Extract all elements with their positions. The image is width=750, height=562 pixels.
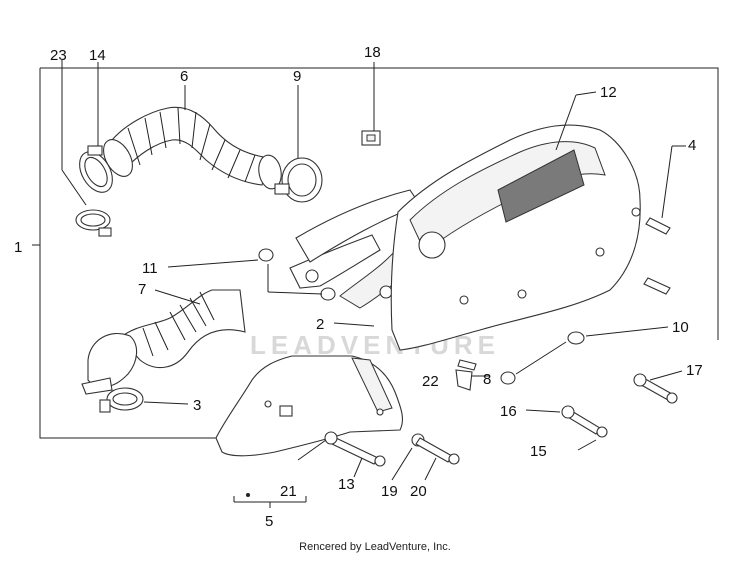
- screw-part-4[interactable]: [643, 217, 671, 295]
- washer-part-21[interactable]: [324, 431, 338, 445]
- bolt-part-20[interactable]: [415, 437, 460, 465]
- callout-4: 4: [688, 137, 696, 154]
- callout-13: 13: [338, 476, 355, 493]
- footer-credit: Rencered by LeadVenture, Inc.: [299, 541, 451, 553]
- leader-lines: [61, 60, 686, 508]
- assembly-bracket: [32, 67, 719, 439]
- part-22[interactable]: [455, 369, 473, 391]
- callout-19: 19: [381, 483, 398, 500]
- reference-dot: [246, 493, 250, 497]
- callout-9: 9: [293, 68, 301, 85]
- outlet-hose-part-7[interactable]: [81, 289, 246, 395]
- callout-17: 17: [686, 362, 703, 379]
- callout-7: 7: [138, 281, 146, 298]
- air-box-housing-part-12[interactable]: [390, 124, 641, 351]
- bolt-part-13[interactable]: [331, 437, 386, 467]
- callout-16: 16: [500, 403, 517, 420]
- hose-clamp-part-9[interactable]: [274, 157, 323, 203]
- spacer-part-10[interactable]: [500, 331, 585, 385]
- callout-3: 3: [193, 397, 201, 414]
- callout-8: 8: [483, 371, 491, 388]
- grommet-part-11[interactable]: [258, 248, 336, 301]
- callout-20: 20: [410, 483, 427, 500]
- callout-15: 15: [530, 443, 547, 460]
- part-8[interactable]: [457, 359, 477, 371]
- callout-14: 14: [89, 47, 106, 64]
- callout-6: 6: [180, 68, 188, 85]
- callout-21: 21: [280, 483, 297, 500]
- callout-11: 11: [142, 260, 158, 277]
- hose-clamp-part-14[interactable]: [73, 145, 119, 198]
- clip-part-18[interactable]: [361, 130, 381, 146]
- callout-23: 23: [50, 47, 67, 64]
- clamp-part-3[interactable]: [99, 387, 144, 413]
- intake-hose-part-6[interactable]: [98, 106, 284, 190]
- callout-22: 22: [422, 373, 439, 390]
- cover-part-5[interactable]: [215, 355, 404, 457]
- callout-2: 2: [316, 316, 324, 333]
- callout-labels: 1 2 3 4 5 6 7 8 9 10 11 12 13 14 15 16 1…: [14, 44, 703, 530]
- callout-12: 12: [600, 84, 617, 101]
- callout-1: 1: [14, 239, 22, 256]
- callout-18: 18: [364, 44, 381, 61]
- washer-part-16[interactable]: [561, 373, 647, 419]
- clamp-part-23[interactable]: [75, 209, 112, 237]
- callout-10: 10: [672, 319, 689, 336]
- callout-5: 5: [265, 513, 273, 530]
